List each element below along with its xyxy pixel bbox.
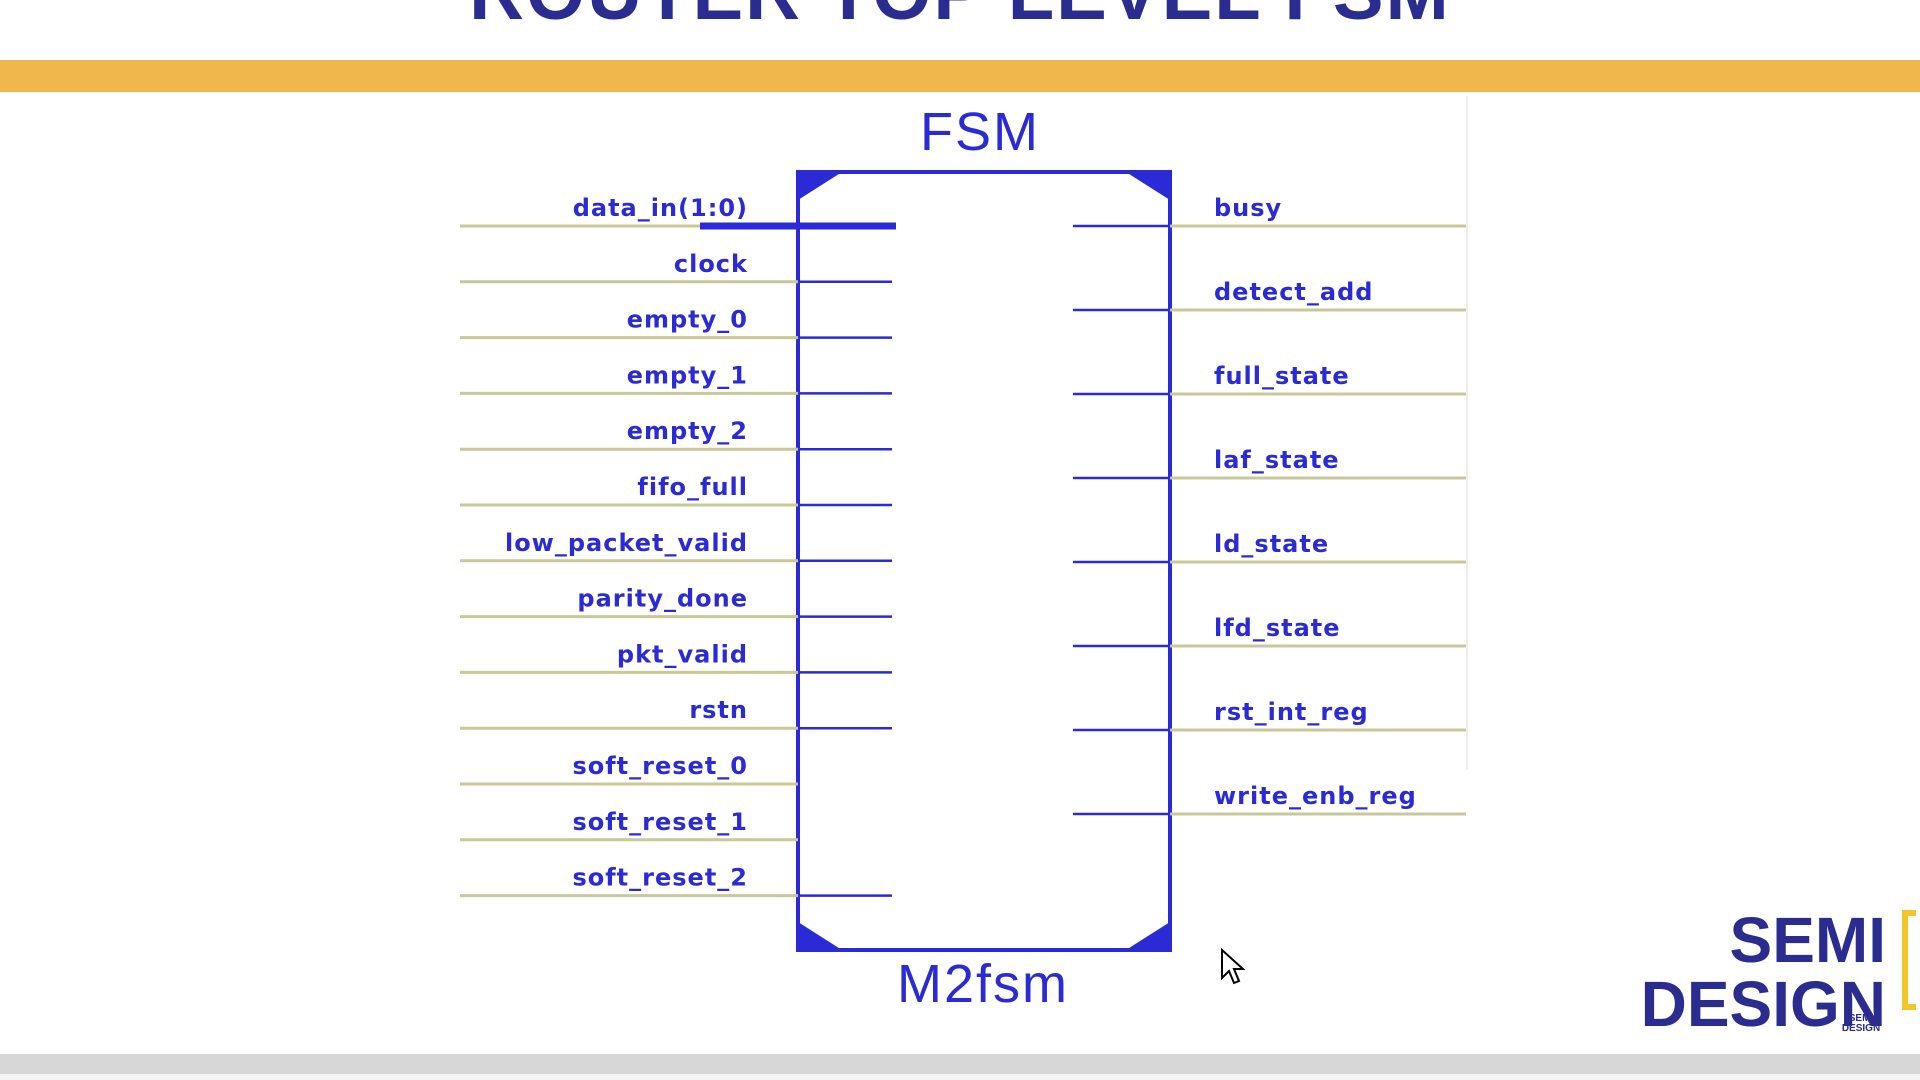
input-port-label: pkt_valid bbox=[617, 640, 748, 668]
input-port-label: empty_1 bbox=[627, 361, 748, 389]
logo-line-1: SEMI bbox=[1729, 904, 1886, 976]
output-ports: busy detect_add full_state laf_state ld_stat… bbox=[1073, 96, 1468, 816]
output-port-label: ld_state bbox=[1214, 530, 1329, 558]
logo-accent-bracket bbox=[1902, 910, 1916, 1010]
input-port-label: soft_reset_2 bbox=[572, 864, 748, 892]
output-port-label: detect_add bbox=[1214, 278, 1373, 306]
mouse-cursor-icon bbox=[1221, 948, 1246, 985]
input-port-label: empty_0 bbox=[627, 306, 748, 334]
output-port-label: rst_int_reg bbox=[1214, 698, 1369, 726]
header-accent-bar bbox=[0, 60, 1920, 92]
input-port-label: soft_reset_1 bbox=[572, 808, 748, 836]
footer-bar bbox=[0, 1054, 1920, 1074]
block-corner-top-right bbox=[1126, 172, 1170, 200]
block-title-bottom: M2fsm bbox=[897, 954, 1069, 1014]
block-corner-bottom-left bbox=[798, 922, 842, 950]
footer-strip bbox=[0, 1074, 1920, 1080]
semi-design-logo: SEMI DESIGN bbox=[1600, 908, 1900, 1036]
output-port-label: write_enb_reg bbox=[1214, 782, 1417, 810]
output-port-label: busy bbox=[1214, 194, 1282, 222]
input-port-label: parity_done bbox=[577, 585, 748, 613]
input-port-label: data_in(1:0) bbox=[573, 194, 748, 222]
slide-title: ROUTER TOP LEVEL FSM bbox=[0, 0, 1920, 32]
input-port-label: empty_2 bbox=[627, 417, 748, 445]
input-port-label: soft_reset_0 bbox=[572, 752, 748, 780]
input-port-label: rstn bbox=[689, 696, 748, 724]
logo-mini-watermark: SEMI DESIGN bbox=[1841, 1013, 1881, 1034]
input-port-label: clock bbox=[674, 250, 748, 278]
logo-line-2: DESIGN bbox=[1640, 968, 1886, 1040]
input-port-label: low_packet_valid bbox=[505, 529, 748, 557]
output-port-label: full_state bbox=[1214, 362, 1350, 390]
input-ports: data_in(1:0)clock empty_0 empty_1 empty_2fi… bbox=[460, 194, 896, 898]
output-port-label: lfd_state bbox=[1214, 614, 1341, 642]
block-corner-bottom-right bbox=[1126, 922, 1170, 950]
input-port-label: fifo_full bbox=[637, 473, 748, 501]
output-port-label: laf_state bbox=[1214, 446, 1340, 474]
block-title-top: FSM bbox=[920, 102, 1040, 162]
block-corner-top-left bbox=[798, 172, 842, 200]
